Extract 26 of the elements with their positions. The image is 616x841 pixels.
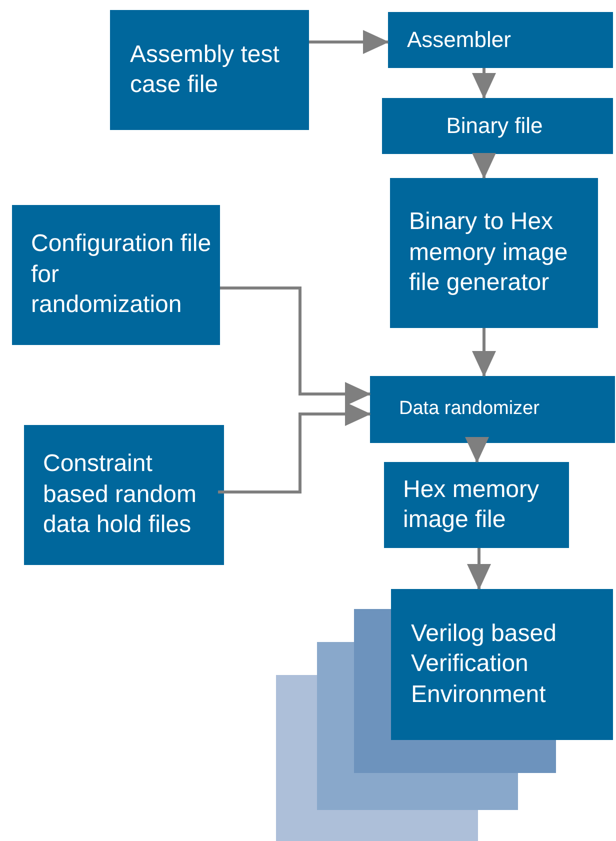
box-label: Configuration file for randomization [31, 229, 212, 320]
box-label: Data randomizer [399, 397, 540, 422]
box-label: Binary file [446, 112, 543, 140]
arrow [218, 402, 371, 494]
arrow [465, 437, 489, 463]
box-label: Verilog based Verification Environment [411, 619, 558, 710]
arrow [309, 30, 389, 54]
box-label: Assembler [407, 26, 511, 54]
process-box [388, 12, 613, 68]
box-label: Binary to Hex memory image file generator [409, 207, 569, 298]
process-box [12, 205, 220, 345]
process-box [24, 425, 224, 565]
process-box [110, 10, 309, 130]
process-box [384, 462, 569, 548]
arrow [472, 68, 496, 99]
process-box [391, 589, 613, 740]
arrow [220, 286, 371, 406]
arrow [472, 153, 496, 179]
box-label: Constraint based random data hold files [43, 449, 198, 540]
process-box [382, 98, 613, 154]
box-label: Assembly test case file [130, 40, 280, 100]
process-box [390, 178, 598, 328]
box-label: Hex memory image file [403, 474, 540, 535]
process-box [370, 376, 615, 443]
arrow [472, 328, 496, 377]
arrow [467, 548, 491, 590]
